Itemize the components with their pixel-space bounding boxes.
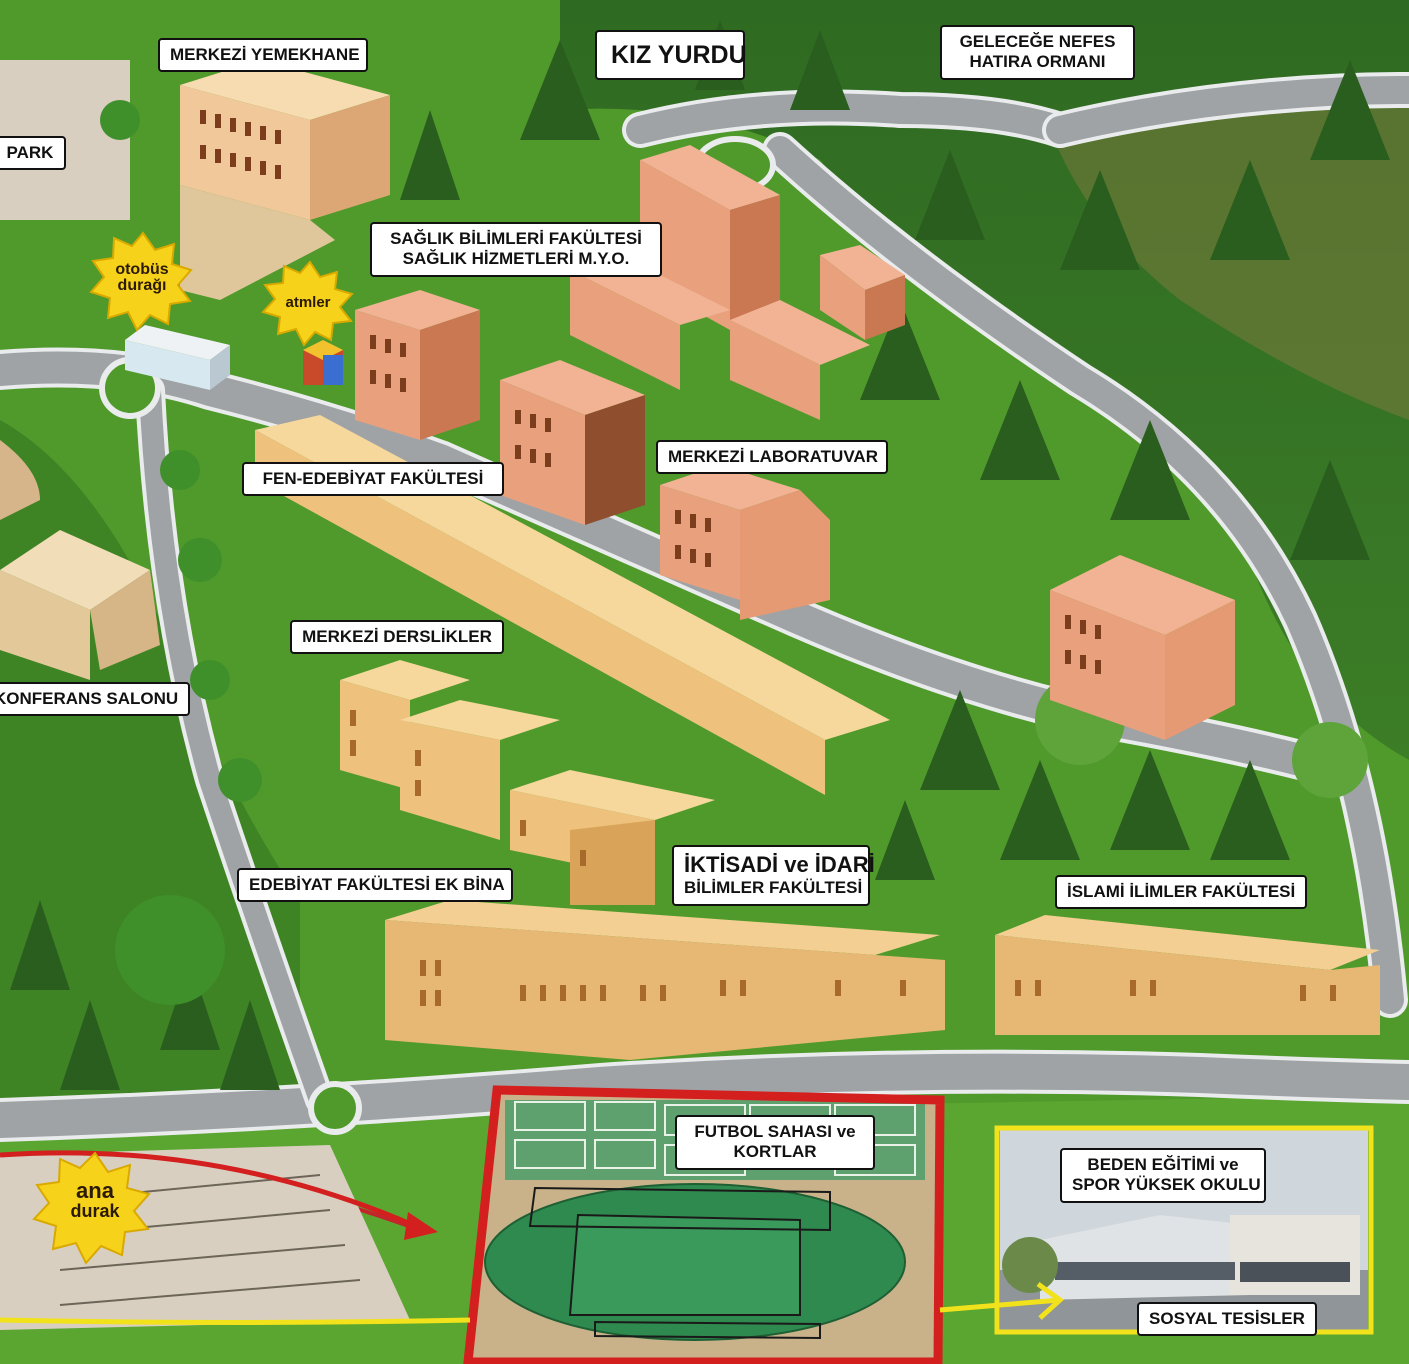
label-edebiyat-ek-bina: EDEBİYAT FAKÜLTESİ EK BİNA (237, 868, 513, 903)
trees (10, 20, 1390, 1090)
label-iktisadi: İKTİSADİ ve İDARİ BİLİMLER FAKÜLTESİ (672, 845, 875, 906)
label-fen-edebiyat: FEN-EDEBİYAT FAKÜLTESİ (242, 462, 504, 497)
label-sosyal-tesisler: SOSYAL TESİSLER (1137, 1302, 1317, 1337)
label-futbol: FUTBOL SAHASI ve KORTLAR (675, 1115, 875, 1170)
label-kiz-yurdu: KIZ YURDU (595, 30, 747, 80)
buildings (0, 60, 1380, 1060)
bus-stop-burst-icon (89, 231, 193, 332)
main-stop-burst-icon (32, 1151, 151, 1265)
label-merkezi-laboratuvar: MERKEZİ LABORATUVAR (656, 440, 888, 475)
label-gelecege-nefes: GELECEĞE NEFES HATIRA ORMANI (940, 25, 1135, 80)
label-islami-ilimler: İSLAMİ İLİMLER FAKÜLTESİ (1055, 875, 1307, 910)
yellow-arrow-left (0, 1317, 471, 1325)
label-merkezi-yemekhane: MERKEZİ YEMEKHANE (158, 38, 368, 73)
building-windows (200, 110, 1101, 674)
red-arrow (0, 1150, 422, 1231)
beige-windows (350, 710, 1336, 1006)
label-beden-egitimi: BEDEN EĞİTİMİ ve SPOR YÜKSEK OKULU (1060, 1148, 1266, 1203)
sports-highlight-frame (463, 1085, 945, 1364)
label-merkezi-derslikler: MERKEZİ DERSLİKLER (290, 620, 504, 655)
label-saglik: SAĞLIK BİLİMLERİ FAKÜLTESİ SAĞLIK HİZMET… (370, 222, 662, 277)
label-park: PARK (0, 136, 66, 171)
atm-burst-icon (261, 260, 354, 347)
yellow-arrow-right (939, 1297, 1061, 1313)
label-konferans-salonu: KONFERANS SALONU (0, 682, 190, 717)
